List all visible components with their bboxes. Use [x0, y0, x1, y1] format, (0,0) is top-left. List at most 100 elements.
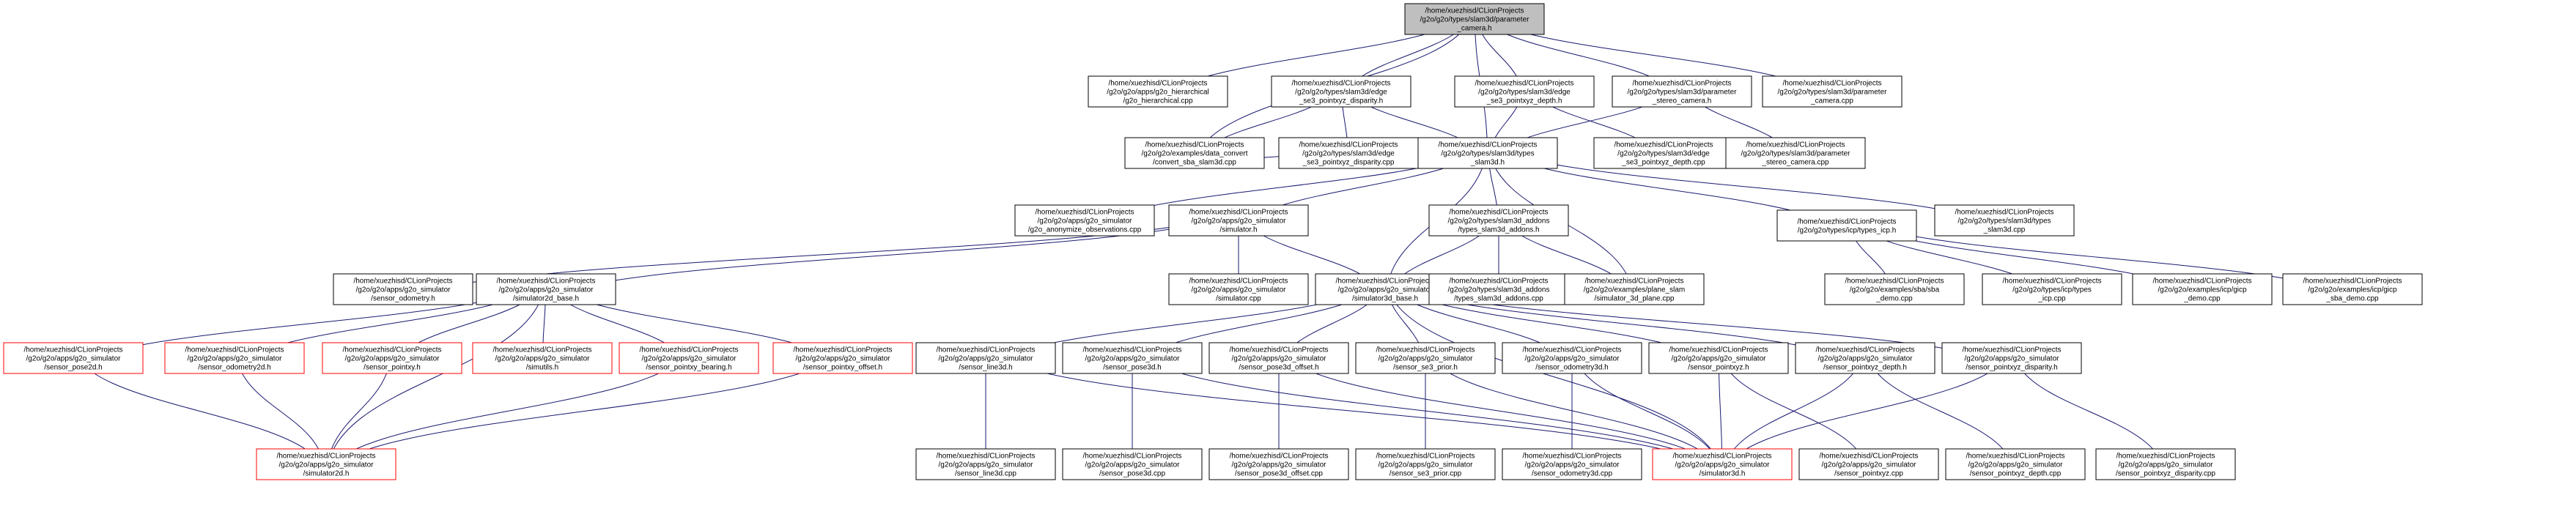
file-node[interactable]: /home/xuezhisd/CLionProjects/g2o/g2o/typ…	[1271, 75, 1411, 108]
file-node-label-line: /simutils.h	[526, 364, 558, 372]
file-node[interactable]: /home/xuezhisd/CLionProjects/g2o/g2o/exa…	[1564, 273, 1705, 305]
file-node-label-line: /home/xuezhisd/CLionProjects	[1108, 80, 1207, 88]
file-node-label-line: /home/xuezhisd/CLionProjects	[1669, 346, 1768, 354]
file-node-label-line: /g2o/g2o/apps/g2o_simulator	[495, 355, 591, 363]
file-node[interactable]: /home/xuezhisd/CLionProjects/g2o/g2o/typ…	[1454, 75, 1595, 108]
file-node-label-line: /home/xuezhisd/CLionProjects	[1438, 141, 1537, 149]
file-node-label-line: /g2o/g2o/apps/g2o_simulator	[188, 355, 283, 363]
file-node[interactable]: /home/xuezhisd/CLionProjects/g2o/g2o/app…	[1014, 204, 1155, 237]
file-node[interactable]: /home/xuezhisd/CLionProjects/g2o/g2o/app…	[1502, 342, 1642, 374]
file-node[interactable]: /home/xuezhisd/CLionProjects/g2o/g2o/typ…	[1982, 273, 2122, 305]
file-node[interactable]: /home/xuezhisd/CLionProjects/g2o/g2o/typ…	[1612, 75, 1752, 108]
file-node[interactable]: /home/xuezhisd/CLionProjects/g2o/g2o/app…	[1208, 448, 1349, 480]
file-node[interactable]: /home/xuezhisd/CLionProjects/g2o/g2o/app…	[333, 273, 473, 305]
file-node-label-line: /home/xuezhisd/CLionProjects	[1475, 80, 1573, 88]
file-node[interactable]: /home/xuezhisd/CLionProjects/g2o/g2o/app…	[164, 342, 305, 374]
file-node-label-line: /g2o/g2o/apps/g2o_simulator	[796, 355, 891, 363]
file-node[interactable]: /home/xuezhisd/CLionProjects/g2o/g2o/typ…	[1762, 75, 1903, 108]
file-node[interactable]: /home/xuezhisd/CLionProjects/g2o/g2o/app…	[1502, 448, 1642, 480]
file-node[interactable]: /home/xuezhisd/CLionProjects/g2o/g2o/typ…	[1417, 137, 1558, 169]
file-node-label-line: /home/xuezhisd/CLionProjects	[793, 346, 892, 354]
file-node[interactable]: /home/xuezhisd/CLionProjects/g2o/g2o/app…	[1648, 342, 1789, 374]
file-node[interactable]: /home/xuezhisd/CLionProjects/g2o/g2o/app…	[322, 342, 462, 374]
file-node[interactable]: /home/xuezhisd/CLionProjects/g2o/g2o/app…	[1355, 448, 1496, 480]
file-node-label-line: /home/xuezhisd/CLionProjects	[1291, 80, 1390, 88]
file-node[interactable]: /home/xuezhisd/CLionProjects/g2o/g2o/app…	[3, 342, 144, 374]
file-node[interactable]: /home/xuezhisd/CLionProjects/g2o/g2o/app…	[619, 342, 759, 374]
file-node-label-line: /g2o_anonymize_observations.cpp	[1028, 226, 1142, 234]
file-node-label-line: /g2o/g2o/types/slam3d_addons	[1448, 286, 1550, 294]
file-node[interactable]: /home/xuezhisd/CLionProjects/g2o/g2o/app…	[1208, 342, 1349, 374]
file-node-box	[619, 342, 759, 374]
file-node[interactable]: /home/xuezhisd/CLionProjects/g2o/g2o/exa…	[2282, 273, 2423, 305]
file-node-label-line: /g2o/g2o/apps/g2o_simulator	[1822, 461, 1917, 469]
file-node[interactable]: /home/xuezhisd/CLionProjects/g2o/g2o/typ…	[1934, 204, 2075, 237]
file-node-label-line: /g2o/g2o/examples/sba/sba	[1850, 286, 1940, 294]
file-node[interactable]: /home/xuezhisd/CLionProjects/g2o/g2o/app…	[915, 448, 1056, 480]
file-node-label-line: /g2o/g2o/types/slam3d/parameter	[1628, 89, 1738, 97]
file-node-label-line: /home/xuezhisd/CLionProjects	[353, 278, 452, 286]
file-node-label-line: /g2o/g2o/apps/g2o_simulator	[1232, 461, 1327, 469]
file-node-box	[915, 342, 1056, 374]
file-node-label-line: /sensor_pose3d.cpp	[1099, 470, 1166, 478]
file-node[interactable]: /home/xuezhisd/CLionProjects/g2o/g2o/app…	[1652, 448, 1793, 480]
file-node[interactable]: /home/xuezhisd/CLionProjects/g2o/g2o/app…	[915, 342, 1056, 374]
file-node[interactable]: /home/xuezhisd/CLionProjects/g2o/g2o/typ…	[1428, 273, 1569, 305]
file-node[interactable]: /home/xuezhisd/CLionProjects/g2o/g2o/typ…	[1593, 137, 1734, 169]
file-node[interactable]: /home/xuezhisd/CLionProjects/g2o/g2o/app…	[1941, 342, 2082, 374]
file-node[interactable]: /home/xuezhisd/CLionProjects/g2o/g2o/exa…	[2132, 273, 2273, 305]
file-node-label-line: /g2o/g2o/types/slam3d/types	[1957, 217, 2051, 226]
file-node[interactable]: /home/xuezhisd/CLionProjects/g2o/g2o/app…	[1168, 273, 1309, 305]
file-node[interactable]: /home/xuezhisd/CLionProjects/g2o/g2o/typ…	[1725, 137, 1866, 169]
file-node-label-line: /sensor_odometry.h	[371, 295, 435, 303]
file-node[interactable]: /home/xuezhisd/CLionProjects/g2o/g2o/app…	[2095, 448, 2236, 480]
file-node-label-line: _sba_demo.cpp	[2325, 295, 2379, 303]
file-node-label-line: /simulator.h	[1219, 226, 1257, 234]
file-node-label-line: _stereo_camera.h	[1652, 97, 1712, 105]
file-node[interactable]: /home/xuezhisd/CLionProjects/g2o/g2o/app…	[1945, 448, 2086, 480]
file-node-label-line: /g2o/g2o/examples/data_convert	[1141, 150, 1247, 158]
file-node-label-line: /sensor_pointxyz_depth.cpp	[1970, 470, 2062, 478]
file-node-label-line: /sensor_odometry3d.h	[1535, 364, 1609, 372]
file-node-label-line: /home/xuezhisd/CLionProjects	[1584, 278, 1683, 286]
file-node[interactable]: /home/xuezhisd/CLionProjects/g2o/g2o/app…	[1062, 448, 1203, 480]
file-node-label-line: /g2o/g2o/apps/g2o_simulator	[1085, 355, 1181, 363]
file-node[interactable]: /home/xuezhisd/CLionProjects/g2o/g2o/app…	[472, 342, 613, 374]
file-node[interactable]: /home/xuezhisd/CLionProjects/g2o/g2o/app…	[256, 448, 396, 480]
file-node[interactable]: /home/xuezhisd/CLionProjects/g2o/g2o/typ…	[1776, 209, 1917, 242]
file-node[interactable]: /home/xuezhisd/CLionProjects/g2o/g2o/app…	[1062, 342, 1203, 374]
file-node-label-line: /g2o/g2o/apps/g2o_simulator	[1085, 461, 1181, 469]
file-node[interactable]: /home/xuezhisd/CLionProjects/g2o/g2o/app…	[1795, 342, 1935, 374]
file-node-label-line: /g2o/g2o/apps/g2o_hierarchical	[1107, 89, 1209, 97]
file-node[interactable]: /home/xuezhisd/CLionProjects/g2o/g2o/typ…	[1278, 137, 1419, 169]
file-node-label-line: /g2o/g2o/apps/g2o_simulator	[1379, 461, 1474, 469]
file-node-box	[1271, 75, 1411, 108]
file-node[interactable]: /home/xuezhisd/CLionProjects/g2o/g2o/typ…	[1428, 204, 1569, 237]
file-node[interactable]: /home/xuezhisd/CLionProjects/g2o/g2o/app…	[772, 342, 913, 374]
file-node-label-line: /sensor_odometry3d.cpp	[1532, 470, 1613, 478]
root-file-node: /home/xuezhisd/CLionProjects/g2o/g2o/typ…	[1404, 3, 1545, 35]
file-node-label-line: /home/xuezhisd/CLionProjects	[1189, 209, 1288, 217]
file-node[interactable]: /home/xuezhisd/CLionProjects/g2o/g2o/exa…	[1124, 137, 1265, 169]
file-node-box	[322, 342, 462, 374]
file-node-box	[1502, 342, 1642, 374]
file-node-label-line: /home/xuezhisd/CLionProjects	[1962, 346, 2061, 354]
file-node-label-line: /simulator_3d_plane.cpp	[1595, 295, 1675, 303]
file-node[interactable]: /home/xuezhisd/CLionProjects/g2o/g2o/app…	[1168, 204, 1309, 237]
file-node[interactable]: /home/xuezhisd/CLionProjects/g2o/g2o/app…	[476, 273, 616, 305]
file-node-label-line: /g2o/g2o/apps/g2o_simulator	[499, 286, 594, 294]
file-node[interactable]: /home/xuezhisd/CLionProjects/g2o/g2o/app…	[1088, 75, 1228, 108]
file-node-label-line: /home/xuezhisd/CLionProjects	[639, 346, 738, 354]
file-node-label-line: /g2o/g2o/apps/g2o_simulator	[642, 355, 737, 363]
file-node[interactable]: /home/xuezhisd/CLionProjects/g2o/g2o/app…	[1798, 448, 1939, 480]
dependency-edge	[323, 273, 547, 480]
file-node-label-line: /g2o/g2o/apps/g2o_simulator	[26, 355, 122, 363]
file-node-box	[1208, 448, 1349, 480]
file-node-box	[1428, 204, 1569, 237]
file-node[interactable]: /home/xuezhisd/CLionProjects/g2o/g2o/exa…	[1824, 273, 1965, 305]
file-node-label-line: /home/xuezhisd/CLionProjects	[1299, 141, 1398, 149]
file-node-label-line: /sensor_pointxyz.h	[1688, 364, 1749, 372]
file-node[interactable]: /home/xuezhisd/CLionProjects/g2o/g2o/app…	[1355, 342, 1496, 374]
file-node-label-line: _se3_pointxyz_depth.cpp	[1621, 159, 1705, 167]
file-node-label-line: _se3_pointxyz_disparity.cpp	[1302, 159, 1395, 167]
